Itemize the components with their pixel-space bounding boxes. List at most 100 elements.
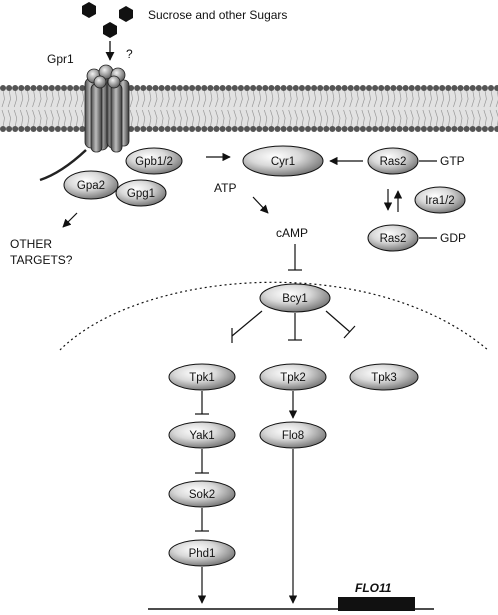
node-tpk3-label: Tpk3 [371, 372, 397, 384]
lipid-head [134, 85, 141, 91]
node-gpb12: Gpb1/2 [125, 147, 183, 175]
node-cyr1: Cyr1 [242, 145, 324, 177]
lipid-head [451, 126, 458, 132]
node-tpk1: Tpk1 [168, 363, 236, 391]
lipid-head [201, 85, 208, 91]
lipid-tail [489, 89, 493, 108]
lipid-head [286, 85, 293, 91]
plasma-membrane [0, 85, 498, 132]
lipid-head [372, 85, 379, 91]
lipid-tail [263, 109, 268, 128]
lipid-tail [154, 89, 158, 108]
lipid-tail [1, 89, 5, 108]
lipid-tail [446, 89, 451, 108]
gpr1-label: Gpr1 [47, 52, 74, 66]
lipid-head [463, 85, 470, 91]
lipid-head [30, 85, 37, 91]
membrane-core [0, 87, 498, 129]
lipid-tail [154, 109, 158, 128]
node-tpk2-label: Tpk2 [280, 372, 306, 384]
lipid-tail [19, 109, 24, 128]
lipid-head [329, 126, 336, 132]
lipid-tail [221, 109, 225, 128]
lipid-tail [148, 89, 152, 108]
lipid-head [298, 126, 305, 132]
lipid-tail [178, 89, 182, 108]
lipid-tail [62, 109, 66, 128]
lipid-tail [459, 109, 463, 128]
receptor-tail [39, 149, 87, 182]
lipid-tail [355, 109, 359, 128]
lipid-tail [422, 109, 426, 128]
node-sok2-label: Sok2 [189, 489, 215, 501]
lipid-head [329, 85, 336, 91]
lipid-head [347, 126, 354, 132]
lipid-tail [215, 109, 219, 128]
lipid-head [427, 85, 433, 91]
flo11-label: FLO11 [355, 581, 392, 595]
lipid-tail [233, 109, 237, 128]
node-ira12-label: Ira1/2 [425, 195, 454, 207]
lipid-head [347, 85, 354, 91]
gdp-label: GDP [440, 231, 466, 245]
lipid-head [439, 85, 446, 91]
lipid-tail [209, 109, 213, 128]
lipid-tail [343, 89, 347, 108]
lipid-tail [74, 109, 79, 128]
lipid-head [469, 126, 476, 132]
lipid-tail [68, 109, 72, 128]
lipid-tail [196, 109, 201, 128]
lipid-head [48, 85, 55, 91]
lipid-head [390, 85, 397, 91]
lipid-head [158, 126, 165, 132]
lipid-head [427, 126, 433, 132]
lipid-tail [337, 89, 341, 108]
lipid-head [195, 126, 202, 132]
lipid-tail [190, 109, 194, 128]
lipid-head [353, 85, 360, 91]
lipid-tail [379, 89, 384, 108]
lipid-tail [471, 109, 475, 128]
lipid-tail [331, 109, 335, 128]
lipid-head [48, 126, 55, 132]
inhibit-bcy1-tpk3 [325, 310, 351, 333]
lipid-head [366, 85, 372, 91]
lipid-head [225, 85, 232, 91]
lipid-tail [38, 89, 42, 108]
sugars-label: Sucrose and other Sugars [148, 8, 287, 22]
pathway-connectors [62, 152, 437, 604]
atp-label: ATP [214, 181, 236, 195]
lipid-head [372, 126, 379, 132]
node-gpg1-label: Gpg1 [127, 188, 155, 200]
lipid-head [469, 85, 476, 91]
lipid-tail [74, 89, 79, 108]
lipid-head [420, 85, 427, 91]
lipid-head [140, 85, 147, 91]
lipid-head [237, 126, 244, 132]
lipid-tail [416, 89, 420, 108]
lipid-tail [141, 89, 146, 108]
lipid-head [457, 85, 464, 91]
lipid-head [54, 85, 61, 91]
lipid-head [6, 85, 13, 91]
lipid-tail [404, 89, 408, 108]
node-flo8-label: Flo8 [282, 430, 304, 442]
lipid-head [256, 85, 263, 91]
lipid-head [231, 126, 238, 132]
lipid-head [18, 126, 25, 132]
lipid-head [335, 85, 342, 91]
lipid-tail [257, 109, 262, 128]
lipid-head [219, 126, 226, 132]
lipid-tail [13, 89, 18, 108]
lipid-tail [270, 89, 274, 108]
lipid-head [42, 85, 49, 91]
lipid-tail [172, 109, 176, 128]
lipid-head [305, 126, 311, 132]
node-bcy1: Bcy1 [259, 283, 331, 313]
lipid-tail [135, 109, 140, 128]
lipid-tail [367, 109, 371, 128]
lipid-tail [318, 89, 323, 108]
lipid-head [445, 85, 452, 91]
lipid-head [488, 85, 494, 91]
lipid-head [195, 85, 202, 91]
